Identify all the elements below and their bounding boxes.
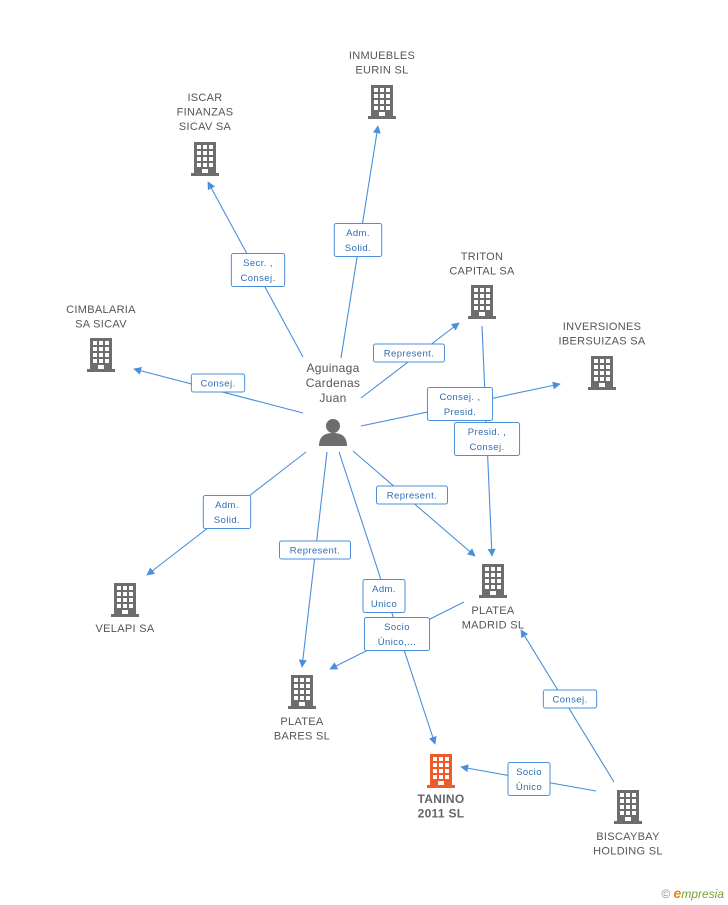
company-name-line: EURIN SL [355,65,408,77]
relation-label-box [202,495,252,529]
company-node-cimbalaria[interactable]: CIMBALARIA SA SICAV [66,304,136,372]
relation-label-aguinaga-platea_bares[interactable]: Represent. [279,540,351,560]
building-icon [427,754,455,788]
company-node-triton[interactable]: TRITON CAPITAL SA [449,251,515,319]
company-name-line: 2011 SL [418,807,465,821]
building-icon [479,564,507,598]
building-icon [468,285,496,319]
relation-label-text: Consej. [200,379,235,390]
relation-label-text: Socio [384,622,410,633]
relation-label-box [376,485,448,505]
relation-label-triton-platea_madrid[interactable]: Presid. , Consej. [453,422,521,456]
company-node-biscaybay[interactable]: BISCAYBAY HOLDING SL [593,790,663,858]
person-name-line: Juan [319,391,346,405]
company-name-line: HOLDING SL [593,846,663,858]
relation-label-biscaybay-platea_madrid[interactable]: Consej. [542,689,598,709]
relation-label-text: Solid. [214,515,240,526]
company-name-line: SA SICAV [75,319,127,331]
company-name-line: PLATEA [280,716,324,728]
relation-label-text: Consej. , [439,392,480,403]
company-name-line: BARES SL [274,731,330,743]
relation-label-box [279,540,351,560]
relation-label-text: Adm. [215,500,239,511]
company-name-line: PLATEA [471,605,515,617]
company-node-iscar[interactable]: ISCAR FINANZAS SICAV SA [177,92,234,176]
relation-label-text: Represent. [387,491,437,502]
relation-label-text: Adm. [346,228,370,239]
relation-label-box [333,223,383,257]
person-name-line: Cardenas [306,376,360,390]
relation-label-aguinaga-iscar[interactable]: Secr. , Consej. [230,253,286,287]
relation-label-box [363,617,431,651]
relation-label-platea_madrid-platea_bares[interactable]: SocioÚnico,... [363,617,431,651]
company-name-line: INMUEBLES [349,50,415,62]
building-icon [111,583,139,617]
brand-initial: e [673,885,682,901]
relation-label-text: Secr. , [243,258,273,269]
company-node-platea_bares[interactable]: PLATEA BARES SL [274,675,330,743]
copyright-icon: © [661,887,671,901]
relation-label-box [426,387,494,421]
relation-label-box [230,253,286,287]
relation-label-aguinaga-cimbalaria[interactable]: Consej. [190,373,246,393]
relation-label-aguinaga-inmuebles[interactable]: Adm. Solid. [333,223,383,257]
relation-label-box [362,579,406,613]
relation-label-text: Consej. [240,273,275,284]
building-icon [368,85,396,119]
company-name-line: MADRID SL [462,620,525,632]
relation-label-aguinaga-inversiones[interactable]: Consej. , Presid. [426,387,494,421]
company-name-line: CIMBALARIA [66,304,136,316]
relation-label-text: Unico [371,599,397,610]
relation-label-text: Consej. [469,442,504,453]
company-node-velapi[interactable]: VELAPI SA [96,583,155,635]
relation-label-box [190,373,246,393]
company-name-line: TRITON [461,251,504,263]
company-name-line: FINANZAS [177,107,234,119]
person-icon [319,419,347,446]
relation-label-text: Presid. , [468,427,506,438]
company-node-inversiones[interactable]: INVERSIONES IBERSUIZAS SA [558,321,646,390]
relation-label-text: Represent. [290,546,340,557]
relation-label-box [542,689,598,709]
relation-label-text: Adm. [372,584,396,595]
company-name-line: VELAPI SA [96,623,155,635]
building-icon [191,142,219,176]
company-name-line: TANINO [418,792,465,806]
company-name-line: BISCAYBAY [596,831,660,843]
company-node-inmuebles[interactable]: INMUEBLES EURIN SL [349,50,415,119]
relation-label-text: Único [516,782,542,793]
relation-label-aguinaga-velapi[interactable]: Adm. Solid. [202,495,252,529]
footer-brand: © empresia [661,885,724,901]
building-icon [288,675,316,709]
building-icon [87,338,115,372]
relation-label-aguinaga-tanino[interactable]: Adm. Unico [362,579,406,613]
relation-label-box [507,762,551,796]
relation-label-box [453,422,521,456]
company-name-line: IBERSUIZAS SA [558,336,645,348]
relation-label-aguinaga-triton[interactable]: Represent. [373,343,445,363]
brand-name: mpresia [681,887,724,901]
company-name-line: INVERSIONES [563,321,642,333]
relation-label-text: Único,... [378,637,416,648]
company-name-line: SICAV SA [179,121,232,133]
building-icon [588,356,616,390]
building-icon [614,790,642,824]
person-name-line: Aguinaga [306,361,359,375]
relation-label-text: Socio [516,767,542,778]
relation-label-text: Consej. [552,695,587,706]
company-name-line: ISCAR [187,92,222,104]
relation-label-text: Solid. [345,243,371,254]
relation-label-text: Represent. [384,349,434,360]
company-name-line: CAPITAL SA [449,266,515,278]
relation-label-text: Presid. [444,407,476,418]
relation-label-aguinaga-platea_madrid[interactable]: Represent. [376,485,448,505]
company-node-platea_madrid[interactable]: PLATEA MADRID SL [462,564,525,632]
relation-label-box [373,343,445,363]
